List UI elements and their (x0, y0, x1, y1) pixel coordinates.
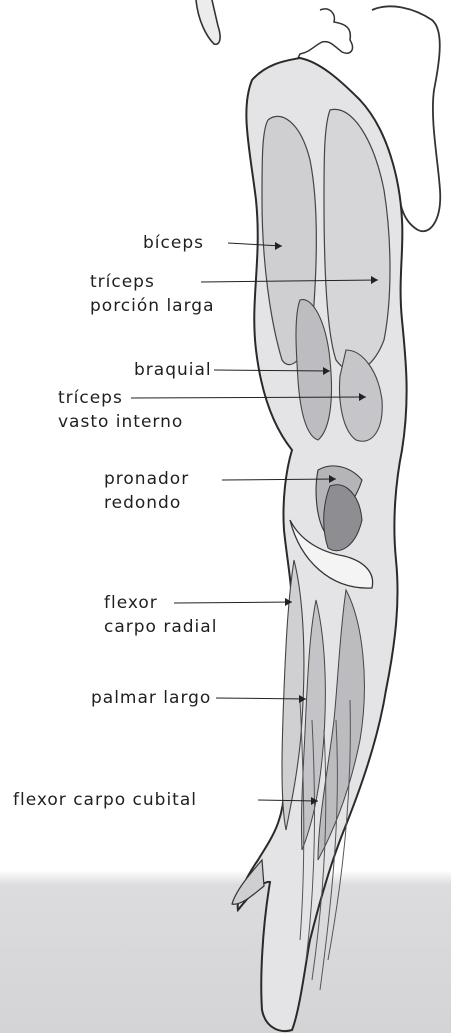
label-flexor-radial-1: flexor (104, 592, 158, 614)
label-triceps-medial-1: tríceps (58, 387, 123, 409)
label-triceps-long-1: tríceps (90, 271, 155, 293)
label-flexor-cubital: flexor carpo cubital (13, 789, 197, 811)
label-biceps: bíceps (143, 232, 204, 254)
label-triceps-medial-2: vasto interno (58, 411, 183, 433)
label-pronador-1: pronador (104, 468, 189, 490)
label-pronador-2: redondo (104, 492, 181, 514)
leader-flexor-radial (174, 602, 292, 603)
label-palmar-largo: palmar largo (91, 687, 211, 709)
label-triceps-long-2: porción larga (90, 295, 215, 317)
shoulder-outline (296, 9, 352, 62)
clavicle-fragment (196, 0, 220, 44)
label-braquial: braquial (134, 359, 212, 381)
thumb (232, 860, 264, 904)
label-flexor-radial-2: carpo radial (104, 616, 217, 638)
